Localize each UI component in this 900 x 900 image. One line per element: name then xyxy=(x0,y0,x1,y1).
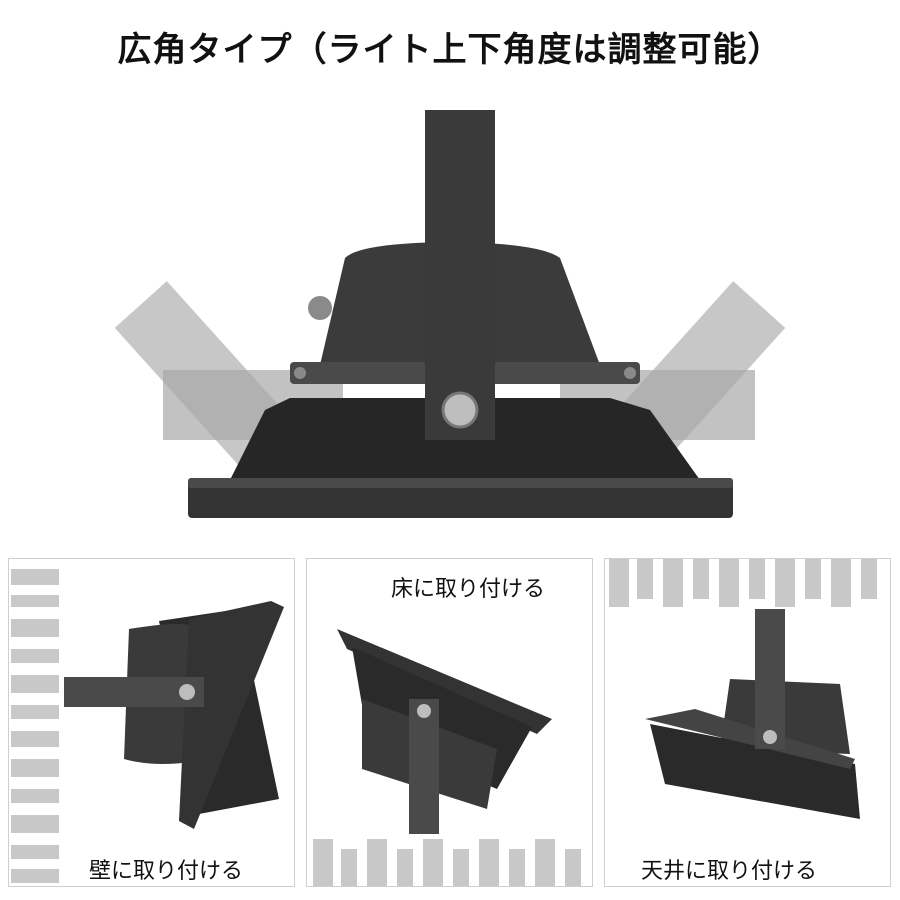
arm-bolt xyxy=(179,684,195,700)
side-cable-gland xyxy=(308,296,332,320)
ceiling-mount-illustration xyxy=(609,559,877,819)
ceiling-stand xyxy=(755,609,785,749)
light-frame xyxy=(337,629,552,734)
wall-texture xyxy=(11,569,59,883)
wall-mount-illustration xyxy=(11,569,284,883)
panel-floor-mount: 床に取り付ける xyxy=(306,558,593,887)
panel-ceiling-mount: 天井に取り付ける xyxy=(604,558,891,887)
caption-floor: 床に取り付ける xyxy=(391,577,546,602)
floor-texture xyxy=(313,839,581,886)
floor-mount-illustration xyxy=(313,629,581,886)
bracket-bolt xyxy=(441,391,479,429)
caption-ceiling: 天井に取り付ける xyxy=(641,859,818,884)
vertical-bracket xyxy=(425,110,495,440)
light-housing xyxy=(650,724,860,819)
page-title: 広角タイプ（ライト上下角度は調整可能） xyxy=(117,30,783,70)
floor-stand xyxy=(409,699,439,834)
panel-wall-mount: 壁に取り付ける xyxy=(8,558,295,887)
ceiling-texture xyxy=(609,559,877,607)
caption-wall: 壁に取り付ける xyxy=(89,859,244,884)
hero-floodlight-illustration xyxy=(114,110,786,518)
